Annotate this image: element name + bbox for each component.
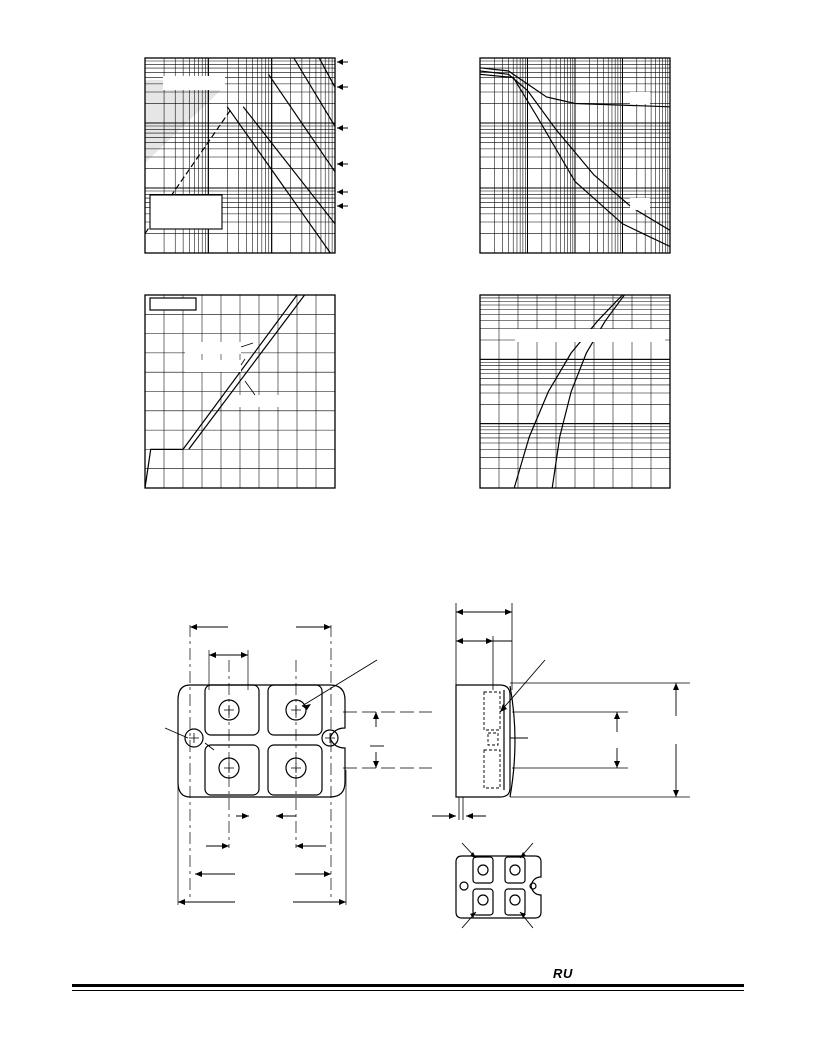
safe-operating-area-shade [145, 80, 223, 163]
chart-1-series-1 [145, 109, 231, 234]
chart-4-series-2 [551, 295, 625, 488]
chart-1-frame [144, 57, 336, 254]
footer-rule [72, 984, 744, 991]
terminal-pad-4 [267, 744, 323, 796]
ul-recognized-mark: R U [553, 966, 572, 981]
chart-1-curve-arrow [337, 189, 343, 195]
terminal-diagram [455, 842, 542, 929]
terminal-pad-1 [204, 684, 260, 736]
chart-3-leader [240, 342, 254, 348]
chart-2-series-1 [480, 67, 670, 108]
chart-3-label-box [235, 395, 295, 407]
chart-2-label-box [630, 198, 650, 210]
chart-2-label-box [630, 92, 650, 104]
side-view [432, 603, 690, 820]
chart-1-series-4 [268, 73, 335, 173]
chart-3-series-2 [188, 295, 306, 450]
module-body [177, 684, 346, 798]
chart-1-curve-arrow [337, 59, 343, 65]
chart-3-legend-box [149, 297, 197, 311]
chart-3-series-1 [145, 295, 298, 488]
terminal-pad-2 [267, 684, 323, 736]
chart-1-series-5 [293, 58, 335, 127]
chart-1-curve-arrow [337, 161, 343, 167]
chart-1-curve-arrow [337, 203, 343, 209]
chart-3-frame [144, 294, 336, 489]
chart-3-label-box [185, 342, 241, 354]
chart-2-frame [479, 57, 671, 254]
chart-1-series-2 [226, 106, 332, 253]
chart-1-curve-arrow [337, 84, 343, 90]
chart-1-label-box [163, 76, 225, 90]
chart-3-leader [244, 380, 256, 396]
chart-4-frame [479, 294, 671, 489]
chart-4-series-1 [513, 295, 623, 488]
terminal-pad-3 [204, 744, 260, 796]
chart-1-legend-box [149, 194, 223, 230]
mounting-hole-right [321, 729, 339, 747]
mounting-hole-left [184, 728, 204, 748]
chart-1-series-3 [242, 106, 335, 225]
chart-3-label-box [185, 360, 241, 372]
chart-3-leader [240, 358, 246, 366]
chart-1-series-6 [318, 58, 335, 88]
front-view [164, 624, 432, 905]
chart-4-label-box [515, 329, 665, 342]
chart-2-series-3 [480, 73, 670, 248]
chart-1-curve-arrow [337, 125, 343, 131]
